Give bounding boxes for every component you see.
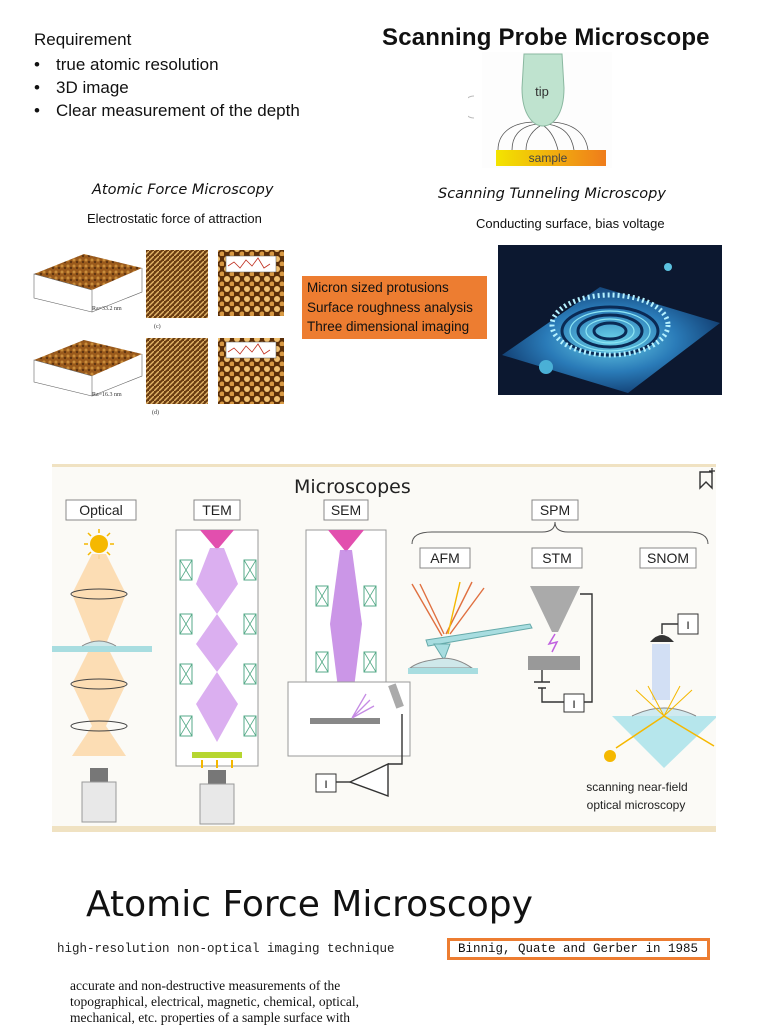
label-tem: TEM xyxy=(202,502,232,518)
afm-feature: Three dimensional imaging xyxy=(307,319,470,334)
afm-description-line: mechanical, etc. properties of a sample … xyxy=(70,1010,350,1025)
label-afm: AFM xyxy=(430,550,460,566)
tip-sample-figure: tip sample xyxy=(468,52,612,168)
microscopes-diagram: Microscopes Optical TEM SEM SPM AFM STM … xyxy=(52,464,716,832)
bookmark-icon[interactable] xyxy=(699,468,715,490)
snom-caption-line2: optical microscopy xyxy=(587,798,686,812)
label-sem: SEM xyxy=(331,502,361,518)
afm-description: accurate and non-destructive measurement… xyxy=(70,978,400,1026)
stm-heading: Scanning Tunneling Microscopy xyxy=(438,186,666,202)
label-stm: STM xyxy=(542,550,572,566)
image-label-d: (d) xyxy=(152,409,159,416)
label-optical: Optical xyxy=(79,502,123,518)
label-spm: SPM xyxy=(540,502,570,518)
microscopes-title: Microscopes xyxy=(294,476,411,498)
afm-images: Ra=33.2 nm (c) Ra=16.3 nm (d) xyxy=(33,250,284,416)
requirement-item: 3D image xyxy=(34,76,300,99)
afm-subtitle: Electrostatic force of attraction xyxy=(87,211,262,226)
requirement-list: true atomic resolution 3D image Clear me… xyxy=(34,53,300,122)
inventors-text: Binnig, Quate and Gerber in 1985 xyxy=(450,941,707,957)
image-label-c: (c) xyxy=(154,323,161,330)
ra-label-top: Ra=33.2 nm xyxy=(92,306,122,312)
ra-label-bottom: Ra=16.3 nm xyxy=(92,392,122,398)
label-snom: SNOM xyxy=(647,550,689,566)
afm-section-subtitle: high-resolution non-optical imaging tech… xyxy=(57,942,395,956)
afm-section-title: Atomic Force Microscopy xyxy=(86,884,533,925)
afm-column xyxy=(408,581,533,674)
tem-column xyxy=(175,529,259,825)
requirement-item: Clear measurement of the depth xyxy=(34,99,300,122)
snom-caption-line1: scanning near-field xyxy=(586,780,687,794)
requirement-item: true atomic resolution xyxy=(34,53,300,76)
requirement-title: Requirement xyxy=(34,30,132,49)
stm-column: I xyxy=(528,586,593,713)
inventors-box: Binnig, Quate and Gerber in 1985 xyxy=(447,938,710,960)
afm-feature: Surface roughness analysis xyxy=(307,299,473,315)
afm-feature: Micron sized protusions xyxy=(307,280,449,295)
snom-detector-label: I xyxy=(686,620,689,632)
afm-features-box: Micron sized protusions Surface roughnes… xyxy=(302,276,487,339)
sample-label: sample xyxy=(529,151,568,165)
afm-description-line: topographical, electrical, magnetic, che… xyxy=(70,994,359,1009)
optical-column xyxy=(52,529,152,823)
stm-corral-image xyxy=(498,245,722,395)
afm-heading: Atomic Force Microscopy xyxy=(92,182,274,198)
snom-column: I scanning near-field optical microscopy xyxy=(586,613,716,812)
sem-detector-label: I xyxy=(324,779,327,791)
sem-column: I xyxy=(287,529,411,798)
stm-subtitle: Conducting surface, bias voltage xyxy=(476,216,665,231)
spm-title: Scanning Probe Microscope xyxy=(382,24,710,51)
tip-label: tip xyxy=(535,84,549,99)
stm-detector-label: I xyxy=(572,699,575,711)
afm-description-line: accurate and non-destructive measurement… xyxy=(70,978,341,993)
